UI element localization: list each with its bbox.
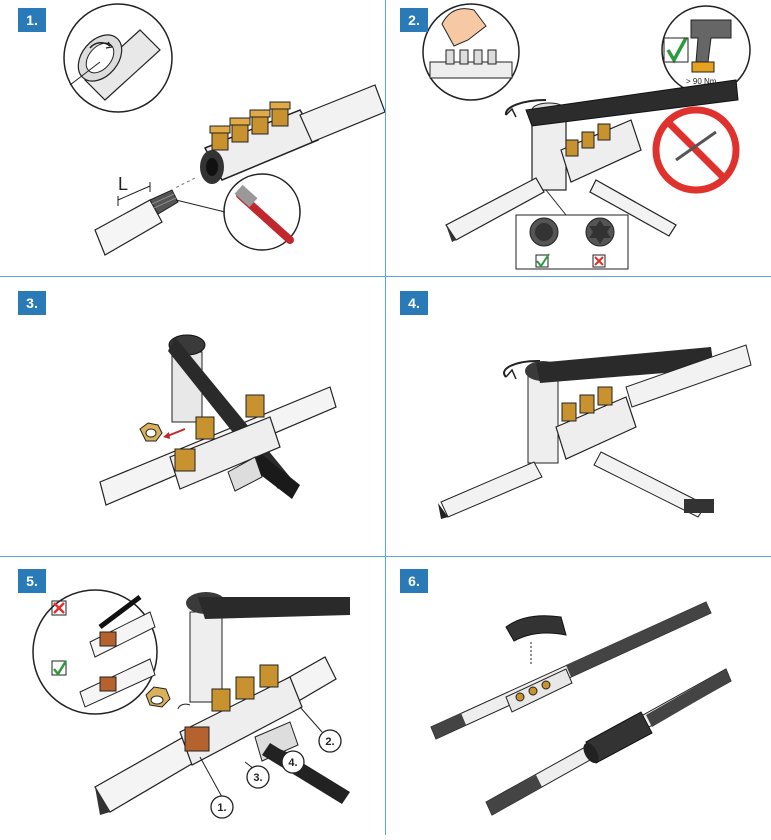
step-4-badge: 4.	[400, 291, 428, 315]
step-1-panel: 1.	[0, 0, 386, 276]
step-2-badge: 2.	[400, 8, 428, 32]
svg-text:4.: 4.	[288, 757, 297, 769]
callout-1: 1.	[199, 756, 234, 819]
step-6-illustration	[430, 601, 732, 816]
step-1-illustration: L	[63, 3, 386, 256]
step-2-illustration: > 90 Nm	[422, 3, 751, 270]
length-symbol: L	[118, 174, 128, 194]
step-3-illustration	[99, 334, 337, 506]
step-4-illustration	[438, 344, 752, 519]
svg-text:3.: 3.	[253, 772, 262, 784]
step-3-panel: 3.	[0, 277, 385, 556]
horizontal-divider-2	[0, 556, 771, 557]
svg-text:1.: 1.	[217, 802, 226, 814]
step-5-panel: 5. 1.	[0, 557, 385, 835]
callout-2: 2.	[299, 706, 342, 753]
step-5-badge: 5.	[18, 569, 46, 593]
step-6-panel: 6.	[386, 557, 771, 835]
callout-4: 4.	[277, 748, 305, 774]
torque-label: > 90 Nm	[686, 77, 717, 86]
step-6-badge: 6.	[400, 569, 428, 593]
step-4-panel: 4.	[386, 277, 771, 556]
step-1-badge: 1.	[18, 8, 46, 32]
step-5-illustration: 1. 2. 3. 4.	[32, 589, 350, 819]
callout-3: 3.	[244, 761, 270, 789]
step-2-panel: 2. > 90 Nm	[386, 0, 771, 276]
svg-text:2.: 2.	[325, 736, 334, 748]
step-3-badge: 3.	[18, 291, 46, 315]
brass-outlets	[209, 101, 291, 151]
vertical-divider	[385, 0, 386, 835]
horizontal-divider-1	[0, 276, 771, 277]
